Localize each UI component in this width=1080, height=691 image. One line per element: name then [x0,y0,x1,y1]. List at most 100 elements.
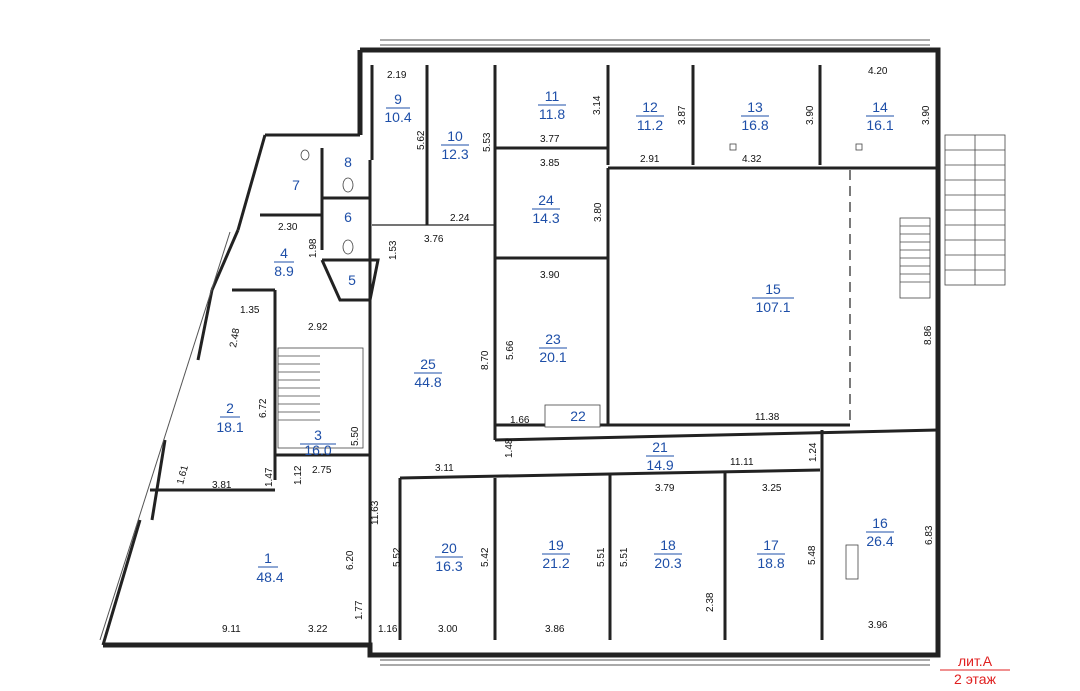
room-16-area: 26.4 [866,533,893,549]
dim: 3.77 [540,134,560,145]
room-18-area: 20.3 [654,555,681,571]
dim: 3.90 [921,105,932,125]
outer-walls [99,39,941,666]
room-24-number: 24 [538,192,554,208]
dim: 3.76 [424,234,444,245]
room-17-number: 17 [763,537,779,553]
dim: 5.42 [480,547,491,567]
room-6-number: 6 [344,209,352,225]
room-21-number: 21 [652,439,668,455]
dimension-labels: 2.19 5.62 5.53 3.14 3.77 3.87 3.90 4.20 … [175,66,935,635]
dim: 3.14 [592,95,603,115]
room-13-area: 16.8 [741,117,768,133]
room-22-number: 22 [570,408,586,424]
dim: 5.51 [596,547,607,567]
dim: 3.86 [545,624,565,635]
room-1-area: 48.4 [256,569,283,585]
dim: 5.62 [416,130,427,150]
dim: 6.20 [345,550,356,570]
stair-main [277,347,364,449]
dim: 3.22 [308,624,328,635]
room-21-area: 14.9 [646,457,673,473]
dim: 4.20 [868,66,888,77]
plan-label-line2: 2 этаж [954,671,997,687]
room-23-number: 23 [545,331,561,347]
dim: 9.11 [222,624,241,635]
room-2-number: 2 [226,400,234,416]
dim: 2.30 [278,222,298,233]
room-12-area: 11.2 [637,117,663,133]
room-7-number: 7 [292,177,300,193]
dim: 2.75 [312,465,332,476]
dim: 1.53 [388,240,399,260]
stair-room15 [899,217,931,299]
dim: 1.35 [240,305,260,316]
dim: 5.48 [807,545,818,565]
dim: 3.79 [655,483,675,494]
dim: 1.48 [504,438,515,458]
room-15-area: 107.1 [755,299,790,315]
dim: 8.86 [923,325,934,345]
dim: 1.61 [175,464,191,486]
room-11-number: 11 [545,88,560,104]
dim: 1.24 [808,442,819,462]
room-5-number: 5 [348,272,356,288]
dim: 3.11 [435,463,454,474]
room-9-area: 10.4 [384,109,411,125]
dim: 11.38 [755,412,780,423]
dim: 2.91 [640,154,660,165]
dim: 6.72 [258,398,269,418]
dim: 1.98 [308,238,319,258]
room-9-number: 9 [394,91,402,107]
dim: 1.77 [354,600,365,620]
room-14-number: 14 [872,99,888,115]
dim: 3.90 [805,105,816,125]
room-20-area: 16.3 [435,558,462,574]
dim: 3.85 [540,158,560,169]
room-2-area: 18.1 [216,419,243,435]
room-10-number: 10 [447,128,463,144]
dim: 2.24 [450,213,470,224]
dim: 3.00 [438,624,458,635]
room-4-area: 8.9 [274,263,294,279]
room-17-area: 18.8 [757,555,784,571]
room-3-number: 3 [314,427,322,443]
room-11-area: 11.8 [539,106,565,122]
dim: 5.66 [505,340,516,360]
dim: 11.11 [730,457,754,468]
room-23-area: 20.1 [539,349,566,365]
dim: 2.48 [228,327,242,349]
room-24-area: 14.3 [532,210,559,226]
dim: 1.66 [510,415,530,426]
plan-label-line1: лит.А [958,653,993,669]
room-19-number: 19 [548,537,564,553]
dim: 5.51 [619,547,630,567]
dim: 3.87 [677,105,688,125]
dim: 3.25 [762,483,782,494]
fixtures [300,143,863,580]
interior-walls [150,65,939,645]
dim: 5.50 [350,426,361,446]
room-4-number: 4 [280,245,288,261]
plan-label: лит.А 2 этаж [940,653,1010,687]
dim: 4.32 [742,154,762,165]
room-16-number: 16 [872,515,888,531]
room-25-area: 44.8 [414,374,441,390]
room-labels: 1 48.4 2 18.1 3 16.0 4 8.9 5 6 7 8 9 10.… [216,88,894,585]
dim: 8.70 [480,350,491,370]
dim: 2.19 [387,70,407,81]
dim: 5.52 [392,547,403,567]
dim: 3.80 [593,202,604,222]
dim: 3.81 [212,480,232,491]
room-13-number: 13 [747,99,763,115]
room-18-number: 18 [660,537,676,553]
dim: 5.53 [482,132,493,152]
dim: 2.92 [308,322,328,333]
dim: 6.83 [924,525,935,545]
room-25-number: 25 [420,356,436,372]
dim: 1.47 [264,467,275,487]
dim: 2.38 [705,592,716,612]
room-10-area: 12.3 [441,146,468,162]
room-12-number: 12 [642,99,658,115]
